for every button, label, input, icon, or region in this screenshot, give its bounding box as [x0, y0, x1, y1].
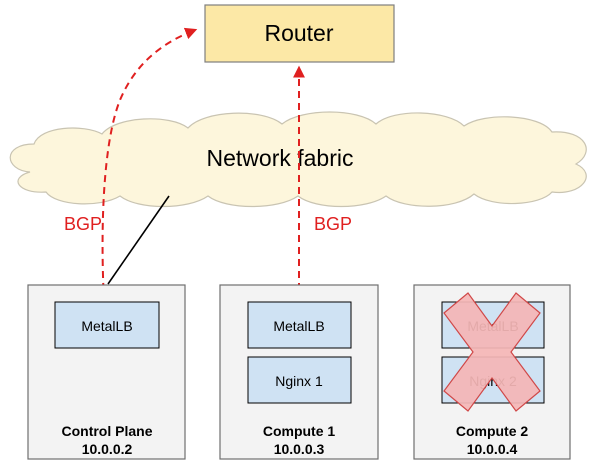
- node-control-plane: MetalLB Control Plane 10.0.0.2: [27, 284, 186, 460]
- node-ip: 10.0.0.2: [82, 441, 133, 457]
- router-node: Router: [204, 4, 395, 63]
- node-ip: 10.0.0.3: [274, 441, 325, 457]
- bgp-session-control-plane: [101, 27, 198, 303]
- control-plane-uplink: [107, 195, 170, 285]
- node-name: Control Plane: [61, 423, 152, 439]
- node-name: Compute 1: [263, 423, 336, 439]
- component-label: MetalLB: [81, 318, 132, 334]
- failure-cross-icon: [443, 292, 541, 412]
- node-compute-2: MetalLB Nginx 2 Compute 2 10.0.0.4: [413, 284, 571, 460]
- component-label: MetalLB: [273, 318, 324, 334]
- component-label: Nginx 1: [275, 373, 323, 389]
- node-ip: 10.0.0.4: [467, 441, 518, 457]
- bgp-label-right: BGP: [314, 214, 352, 234]
- node-name: Compute 2: [456, 423, 529, 439]
- component-nginx: Nginx 1: [247, 356, 352, 404]
- bgp-label-left: BGP: [64, 214, 102, 234]
- network-fabric-cloud: Network fabric: [9, 111, 587, 208]
- router-label: Router: [264, 20, 333, 46]
- component-metallb: MetalLB: [247, 301, 352, 349]
- network-fabric-label: Network fabric: [207, 145, 354, 171]
- node-compute-1: MetalLB Nginx 1 Compute 1 10.0.0.3: [219, 284, 379, 460]
- component-metallb: MetalLB: [54, 301, 160, 349]
